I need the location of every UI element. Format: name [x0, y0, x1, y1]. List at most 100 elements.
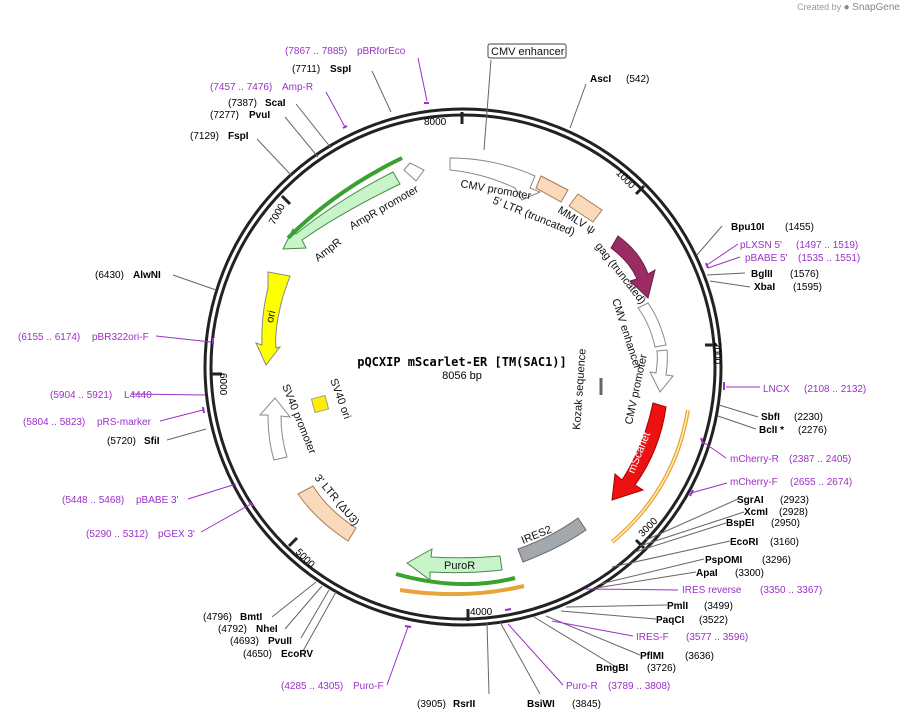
primer-name-pbabe3[interactable]: pBABE 3': [136, 495, 179, 506]
enzyme-pos-asci: (542): [626, 74, 649, 85]
enzyme-pos-bsiwi: (3845): [572, 699, 601, 710]
primer-name-mcherry-f[interactable]: mCherry-F: [730, 477, 778, 488]
primer-mark-puro-f: [404, 625, 412, 628]
primer-range-pbabe5: (1535 .. 1551): [798, 253, 860, 264]
enzyme-name-ecori[interactable]: EcoRI: [730, 537, 759, 548]
enzyme-name-ecorv[interactable]: EcoRV: [281, 649, 313, 660]
enzyme-name-fspi[interactable]: FspI: [228, 131, 249, 142]
enzyme-name-nhei[interactable]: NheI: [256, 624, 278, 635]
primer-name-puro-f[interactable]: Puro-F: [353, 681, 384, 692]
feature-mmlv-psi[interactable]: [568, 193, 603, 223]
enzyme-name-pspomi[interactable]: PspOMI: [705, 555, 742, 566]
feature-ires2[interactable]: [517, 517, 587, 563]
enzyme-name-bmgbi[interactable]: BmgBI: [596, 663, 628, 674]
primer-name-ires-reverse[interactable]: IRES reverse: [682, 585, 742, 596]
leader-bcli: [717, 415, 757, 430]
label-cmv-promoter-2: CMV promoter: [623, 353, 650, 426]
primer-name-mcherry-r[interactable]: mCherry-R: [730, 454, 779, 465]
primer-site-marks: [202, 102, 725, 628]
enzyme-pos-ecori: (3160): [770, 537, 799, 548]
leader-bmgbi: [533, 616, 617, 668]
primer-name-ires-f[interactable]: IRES-F: [636, 632, 669, 643]
feature-3ltr[interactable]: [297, 485, 357, 542]
enzyme-name-asci[interactable]: AscI: [590, 74, 611, 85]
primer-name-amp-r[interactable]: Amp-R: [282, 82, 313, 93]
enzyme-name-sgrai[interactable]: SgrAI: [737, 495, 764, 506]
enzyme-name-bcli[interactable]: BclI *: [759, 425, 784, 436]
primer-name-lncx[interactable]: LNCX: [763, 384, 790, 395]
leader-scai: [295, 103, 332, 149]
enzyme-name-xcmi[interactable]: XcmI: [744, 507, 768, 518]
cmv-enhancer-box: [487, 43, 567, 59]
enzyme-name-bmti[interactable]: BmtI: [240, 612, 262, 623]
feature-cmv-promoter-2[interactable]: [649, 349, 674, 393]
primer-mark-mcherry-r: [700, 437, 704, 445]
primer-name-pgex[interactable]: pGEX 3': [158, 529, 195, 540]
enzyme-pos-pspomi: (3296): [762, 555, 791, 566]
feature-gag[interactable]: [610, 235, 656, 299]
tick-5000: [287, 536, 299, 548]
tick-group: 8000 1000 2000 3000 4000 5000 6000 7000: [210, 112, 722, 621]
leader-bsiwi: [499, 621, 541, 695]
credit-prefix: Created by: [797, 2, 842, 12]
enzyme-name-pmli[interactable]: PmlI: [667, 601, 688, 612]
feature-puror[interactable]: [406, 548, 503, 581]
primer-range-mcherry-r: (2387 .. 2405): [789, 454, 851, 465]
enzyme-name-sfii[interactable]: SfiI: [144, 436, 160, 447]
enzyme-name-bspei[interactable]: BspEI: [726, 518, 755, 529]
tick-label-6000: 6000: [217, 373, 228, 396]
label-sv40-ori: SV40 ori: [327, 377, 353, 421]
feature-sv40-promoter[interactable]: [258, 397, 292, 461]
enzyme-name-bpu10i[interactable]: Bpu10I: [731, 222, 765, 233]
feature-ori[interactable]: [255, 271, 291, 366]
feature-cmv-enhancer-2[interactable]: [637, 302, 667, 348]
primer-name-l4440[interactable]: L4440: [124, 390, 152, 401]
feature-cmv-enhancer-top[interactable]: [449, 157, 542, 201]
feature-ampr[interactable]: [282, 171, 401, 250]
enzyme-name-pflmi[interactable]: PflMI: [640, 651, 664, 662]
plasmid-name: pQCXIP mScarlet-ER [TM(SAC1)]: [357, 355, 567, 369]
enzyme-name-pvui[interactable]: PvuI: [249, 110, 270, 121]
leader-pvui: [284, 116, 319, 158]
feature-ampr-green-bar: [286, 156, 403, 240]
enzyme-name-pvuii[interactable]: PvuII: [268, 636, 292, 647]
enzyme-name-sspi[interactable]: SspI: [330, 64, 351, 75]
enzyme-pos-bpu10i: (1455): [785, 222, 814, 233]
feature-labels: CMV enhancer CMV promoter 5' LTR (trunca…: [264, 43, 653, 572]
primer-name-puro-r[interactable]: Puro-R: [566, 681, 598, 692]
leader-pmli: [565, 604, 668, 608]
primer-name-plxsn[interactable]: pLXSN 5': [740, 240, 782, 251]
primer-range-plxsn: (1497 .. 1519): [796, 240, 858, 251]
primer-name-pbabe5[interactable]: pBABE 5': [745, 253, 788, 264]
feature-ampr-promoter[interactable]: [403, 162, 425, 182]
feature-primer-bar-right-hl: [611, 409, 689, 543]
features: [255, 156, 690, 597]
enzyme-name-paqci[interactable]: PaqCI: [656, 615, 685, 626]
enzyme-name-xbai[interactable]: XbaI: [754, 282, 775, 293]
primer-name-prs-marker[interactable]: pRS-marker: [97, 417, 152, 428]
leader-xbai: [709, 280, 751, 288]
feature-mscarlet[interactable]: [611, 402, 667, 501]
leader-ecori: [611, 540, 731, 568]
enzyme-name-bglii[interactable]: BglII: [751, 269, 773, 280]
leader-asci: [569, 83, 587, 129]
enzyme-name-apai[interactable]: ApaI: [696, 568, 718, 579]
enzyme-name-sbfi[interactable]: SbfI: [761, 412, 780, 423]
leader-pspomi: [599, 558, 705, 585]
tick-label-1000: 1000: [613, 168, 637, 192]
enzyme-pos-rsrii: (3905): [417, 699, 446, 710]
enzyme-name-bsiwi[interactable]: BsiWI: [527, 699, 555, 710]
enzyme-name-rsrii[interactable]: RsrII: [453, 699, 475, 710]
plasmid-length: 8056 bp: [442, 370, 482, 382]
tick-7000: [280, 194, 292, 206]
primer-name-pbr322ori-f[interactable]: pBR322ori-F: [92, 332, 149, 343]
primer-name-pbrforeco[interactable]: pBRforEco: [357, 46, 406, 57]
leader-l4440: [130, 393, 206, 396]
feature-sv40-ori[interactable]: [310, 394, 330, 414]
feature-5ltr[interactable]: [535, 175, 569, 203]
enzyme-name-alwni[interactable]: AlwNI: [133, 270, 161, 281]
leader-pbabe3: [187, 483, 237, 500]
enzyme-name-scai[interactable]: ScaI: [265, 98, 286, 109]
leader-rsrii: [486, 621, 490, 695]
label-ampr: AmpR: [312, 236, 344, 264]
